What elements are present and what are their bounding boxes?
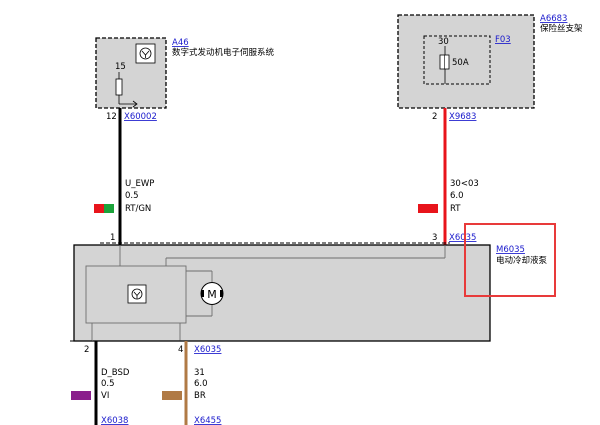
a46-id-link[interactable]: A46 <box>172 38 189 48</box>
fuse-pin-number: 30 <box>438 37 449 47</box>
x6035-top-left-pin: 1 <box>110 233 115 243</box>
m6035-internal-wiring <box>85 245 446 341</box>
wire-power-signal: 30<03 <box>450 179 479 189</box>
wire-color-swatch-rt <box>418 204 438 213</box>
wire-color-swatch-green <box>104 204 114 213</box>
x60002-pin: 12 <box>106 112 117 122</box>
wire-d-bsd-signal: D_BSD <box>101 368 130 378</box>
fuse-rating: 50A <box>452 58 469 68</box>
wire-d-bsd-color: VI <box>101 391 109 401</box>
wire-u-ewp-gauge: 0.5 <box>125 191 139 201</box>
wire-power-color: RT <box>450 204 461 214</box>
motor-symbol-label: M <box>207 288 217 301</box>
a6683-id-link[interactable]: A6683 <box>540 14 567 24</box>
wire-u-ewp-color: RT/GN <box>125 204 151 214</box>
a6683-name: 保险丝支架 <box>540 23 583 34</box>
x6038-link[interactable]: X6038 <box>101 416 128 425</box>
a46-internal-pin: 15 <box>115 62 126 72</box>
x60002-link[interactable]: X60002 <box>124 112 157 122</box>
wire-ground-gauge: 6.0 <box>194 379 208 389</box>
wire-color-swatch-vi <box>71 391 91 400</box>
a46-internal-resistor-icon <box>115 72 138 108</box>
x6035-bottom-left-pin: 2 <box>84 345 89 355</box>
m6035-id-link[interactable]: M6035 <box>496 245 525 255</box>
wire-ground-signal: 31 <box>194 368 205 378</box>
wire-u-ewp-signal: U_EWP <box>125 179 154 189</box>
a6683-fuse-holder-box <box>397 14 535 109</box>
wire-d-bsd-gauge: 0.5 <box>101 379 115 389</box>
x9683-link[interactable]: X9683 <box>449 112 476 122</box>
fuse-icon <box>439 46 450 84</box>
m6035-name: 电动冷却液泵 <box>496 255 548 266</box>
highlight-box <box>464 223 556 297</box>
ecu-symbol-icon <box>135 43 156 64</box>
x6035-top-link[interactable]: X6035 <box>449 233 476 243</box>
f03-id-link[interactable]: F03 <box>495 35 511 45</box>
wire-color-swatch-br <box>162 391 182 400</box>
a46-name: 数字式发动机电子伺服系统 <box>172 47 275 58</box>
x6035-bottom-pin: 4 <box>178 345 183 355</box>
wire-ground-color: BR <box>194 391 206 401</box>
motor-icon: M <box>200 282 224 305</box>
ecu-symbol-icon <box>127 284 147 304</box>
x6455-link[interactable]: X6455 <box>194 416 221 425</box>
x6035-top-pin: 3 <box>432 233 437 243</box>
wire-power-gauge: 6.0 <box>450 191 464 201</box>
a46-module-box <box>95 37 167 109</box>
wire-color-swatch-red <box>94 204 104 213</box>
x9683-pin: 2 <box>432 112 437 122</box>
f03-fuse-box <box>423 35 491 85</box>
x6035-bottom-link[interactable]: X6035 <box>194 345 221 355</box>
